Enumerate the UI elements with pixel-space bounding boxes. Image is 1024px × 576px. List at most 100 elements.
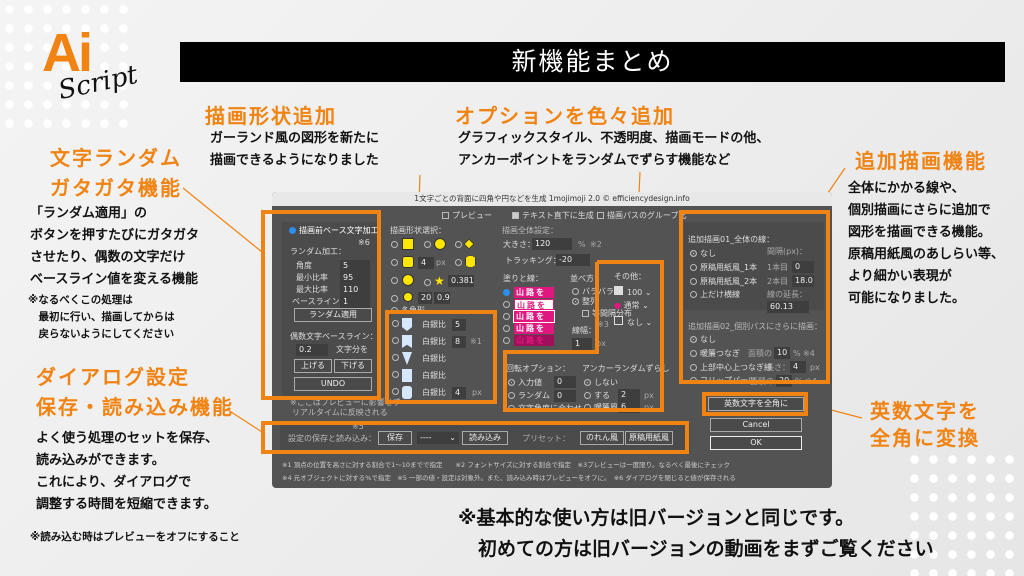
max-ratio-input[interactable]: 110 — [340, 284, 370, 296]
text-line: アンカーポイントをランダムでずらす機能など — [458, 153, 731, 168]
fullwidth-annotation-title: 英数文字を 全角に変換 — [870, 398, 980, 452]
second-line-input[interactable]: 18.0 — [792, 275, 814, 287]
ratio-input[interactable]: 8 — [452, 336, 466, 348]
ok-button[interactable]: OK — [710, 436, 802, 450]
fullwidth-convert-button[interactable]: 英数文字を全角に — [708, 397, 804, 411]
rotation-random-radio[interactable]: ランダム — [508, 391, 550, 401]
save-load-label: 設定の保存と読み込み： — [288, 434, 376, 443]
preset-genko-button[interactable]: 原稿用紙風 — [625, 431, 673, 445]
random-annotation-text: 「ランダム適用」の ボタンを押すたびにガタガタ させたり、偶数の文字だけ ベース… — [30, 203, 199, 291]
angle-input[interactable]: 5 — [340, 260, 370, 272]
connector-line — [182, 187, 263, 253]
text-line: これにより、ダイアログで — [36, 475, 192, 490]
ratio-input[interactable]: 5 — [452, 319, 466, 331]
script-dialog: 1文字ごとの背面に四角や円などを生成 1mojimoji 2.0 © effic… — [272, 192, 832, 488]
highlight-extra-drawing — [679, 210, 830, 384]
undo-button[interactable]: UNDO — [294, 377, 372, 391]
label: なし — [700, 335, 716, 344]
first-line-input[interactable]: 0 — [792, 261, 814, 273]
base-radio[interactable]: 描画前ベース文字加工 — [289, 226, 379, 236]
extra-annotation-title: 追加描画機能 — [855, 149, 987, 173]
highlight-fullwidth-button — [702, 392, 808, 416]
stroke-width-input[interactable]: 1 — [572, 338, 592, 350]
extension-input[interactable]: 60.13 — [767, 301, 809, 313]
garland-rounded-icon — [402, 386, 412, 399]
extra1-option[interactable]: 原稿用紙風_2本 — [690, 277, 757, 287]
anchor-amount-input[interactable]: 2 — [618, 389, 640, 401]
area-input[interactable]: 10 — [774, 347, 790, 359]
anchor-do-radio[interactable]: する — [584, 391, 610, 401]
shape-option-star[interactable]: ★ — [424, 275, 445, 288]
label: 暖簾つなぎ — [700, 349, 740, 358]
ratio-input[interactable]: 4 — [452, 387, 466, 399]
extra2-option[interactable]: なし — [690, 335, 716, 345]
ratio-select[interactable]: 白銀比 — [422, 320, 446, 329]
preset-file-select[interactable]: ---- ⌄ — [417, 432, 459, 444]
rotation-input-radio[interactable]: 入力値 — [508, 378, 542, 388]
extra1-option[interactable]: 原稿用紙風_1本 — [690, 263, 757, 273]
text-line: 全角に変換 — [870, 426, 980, 450]
cancel-button[interactable]: Cancel — [710, 418, 802, 432]
random-annotation-note: ※なるべくこの処理は 最初に行い、描画してからは 戻らないようにしてください — [28, 292, 175, 343]
length-label: 長さ： — [766, 363, 790, 372]
preview-checkbox[interactable]: プレビュー — [442, 211, 492, 221]
star-ratio-input[interactable]: 0.381 — [448, 275, 474, 287]
polygon-sides-input[interactable]: 20 — [418, 292, 432, 304]
first-line-label: 1本目 — [767, 263, 789, 272]
tracking-label: トラッキング： — [505, 256, 561, 265]
note-mark: ※2 — [590, 240, 602, 249]
raise-button[interactable]: 上げる — [294, 359, 332, 373]
garland-swallowtail-icon — [402, 335, 412, 348]
dialog-title: 1文字ごとの背面に四角や円などを生成 1mojimoji 2.0 © effic… — [272, 192, 832, 206]
even-baseline-input[interactable]: 0.2 — [296, 344, 328, 356]
extra2-option[interactable]: 暖簾つなぎ — [690, 349, 740, 359]
load-button[interactable]: 読み込み — [462, 431, 508, 445]
rotation-random-input[interactable]: 0 — [554, 390, 576, 402]
polygon-ratio-input[interactable]: 0.9 — [434, 292, 450, 304]
graphic-style-select[interactable]: なし — [627, 318, 643, 327]
extra2-option[interactable]: 上部中心上つなぎ線 — [690, 363, 772, 373]
label: プレビュー — [452, 211, 492, 220]
gap-label: 間隔(px)： — [767, 247, 808, 256]
baseline-input[interactable]: 1 — [340, 296, 370, 308]
text-line: 「ランダム適用」の — [30, 206, 148, 221]
under-text-checkbox[interactable]: テキスト直下に生成 — [512, 211, 594, 221]
ratio-select[interactable]: 白銀比 — [422, 388, 446, 397]
extra1-option[interactable]: なし — [690, 249, 716, 259]
random-apply-button[interactable]: ランダム適用 — [294, 308, 372, 322]
text-line: 個別描画にさらに追加で — [848, 203, 991, 218]
unit-label: px — [810, 363, 820, 372]
corner-radius-input[interactable]: 4 — [418, 257, 434, 269]
text-line: より細かい表現が — [848, 269, 952, 284]
size-input[interactable]: 120 — [532, 238, 572, 250]
rotation-label: 回転オプション： — [506, 364, 570, 373]
ratio-select[interactable]: 白銀比 — [422, 337, 446, 346]
text-line: 原稿用紙風のあしらい等、 — [848, 247, 1005, 262]
rotation-input[interactable]: 0 — [554, 376, 576, 388]
save-button[interactable]: 保存 — [378, 431, 412, 445]
opacity-select[interactable]: 100 — [627, 288, 643, 297]
min-ratio-label: 最小比率 — [296, 273, 328, 282]
extra1-option[interactable]: 上だけ横線 — [690, 290, 740, 300]
equal-distribution-checkbox[interactable]: 等間隔分布 — [582, 309, 632, 319]
lower-button[interactable]: 下げる — [334, 359, 372, 373]
min-ratio-input[interactable]: 95 — [340, 272, 370, 284]
random-label: ランダム加工： — [290, 247, 346, 256]
ratio-select[interactable]: 白銀比 — [422, 354, 446, 363]
tracking-input[interactable]: -20 — [556, 254, 590, 266]
extra2-label: 追加描画02_個別パスにさらに描画： — [688, 322, 823, 331]
length-input[interactable]: 4 — [790, 361, 806, 373]
text-line: よく使う処理のセットを保存、 — [36, 431, 219, 446]
group-paths-checkbox[interactable]: 描画パスのグループ化 — [597, 211, 687, 221]
label: 入力値 — [518, 378, 542, 387]
label: する — [594, 391, 610, 400]
align-radio[interactable]: 整列 — [572, 297, 598, 307]
unit-label: px — [472, 388, 482, 397]
other-label: その他： — [614, 272, 646, 281]
ratio-select[interactable]: 白銀比 — [422, 371, 446, 380]
anchor-none-radio[interactable]: しない — [584, 378, 618, 388]
preset-noren-button[interactable]: のれん風 — [580, 431, 624, 445]
fill-stroke-label: 塗りと線： — [503, 274, 543, 283]
dialog-annotation-title: ダイアログ設定 保存・読み込み機能 — [36, 362, 234, 422]
blend-mode-select[interactable]: 通常 — [623, 301, 640, 310]
